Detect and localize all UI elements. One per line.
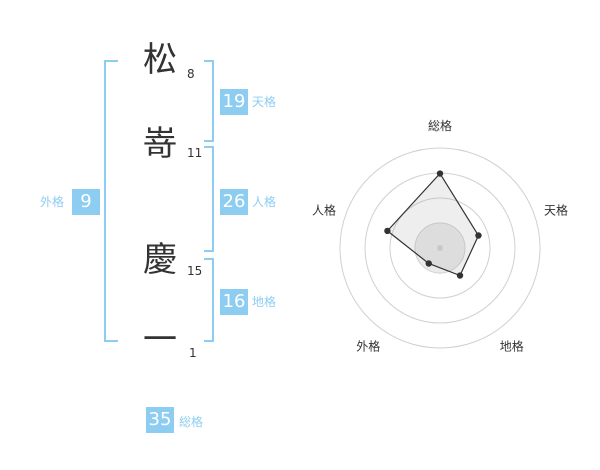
gaikaku-bracket bbox=[104, 60, 118, 342]
name-char-3: 慶 bbox=[143, 240, 177, 280]
tenkaku-score: 19 bbox=[220, 89, 248, 115]
radar-point-1 bbox=[436, 170, 444, 177]
gaikaku-label: 外格 bbox=[40, 195, 65, 209]
stroke-count-2: 11 bbox=[187, 146, 203, 160]
chikaku-label: 地格 bbox=[252, 295, 277, 309]
tenkaku-bracket bbox=[204, 60, 214, 142]
jinkaku-score: 26 bbox=[220, 189, 248, 215]
radar-point-3 bbox=[456, 272, 464, 279]
soukaku-score: 35 bbox=[146, 407, 174, 433]
soukaku-label: 総格 bbox=[179, 415, 204, 429]
radar-axis-label: 人格 bbox=[312, 202, 336, 217]
name-char-1: 松 bbox=[143, 40, 177, 80]
radar-axis-label: 外格 bbox=[356, 339, 380, 354]
stroke-count-4: 1 bbox=[189, 346, 197, 360]
chikaku-bracket bbox=[204, 258, 214, 342]
radar-axis-label: 地格 bbox=[500, 339, 524, 354]
tenkaku-label: 天格 bbox=[252, 95, 277, 109]
stroke-count-3: 15 bbox=[187, 264, 203, 278]
stroke-count-1: 8 bbox=[187, 67, 195, 81]
jinkaku-label: 人格 bbox=[252, 195, 277, 209]
radar-point-5 bbox=[384, 227, 391, 235]
radar-ring bbox=[339, 147, 541, 349]
name-char-4: 一 bbox=[143, 320, 177, 360]
jinkaku-bracket bbox=[204, 146, 214, 252]
chikaku-score: 16 bbox=[220, 289, 248, 315]
radar-ring bbox=[389, 197, 491, 299]
name-char-2: 嵜 bbox=[143, 124, 177, 164]
radar-axis-label: 天格 bbox=[544, 202, 568, 217]
radar-data-polygon bbox=[386, 172, 480, 277]
radar-point-2 bbox=[475, 232, 482, 239]
radar-center-dot bbox=[437, 245, 443, 251]
gaikaku-score: 9 bbox=[72, 189, 100, 215]
radar-ring bbox=[414, 222, 466, 274]
radar-point-4 bbox=[425, 260, 432, 267]
radar-axis-label: 総格 bbox=[428, 118, 452, 133]
